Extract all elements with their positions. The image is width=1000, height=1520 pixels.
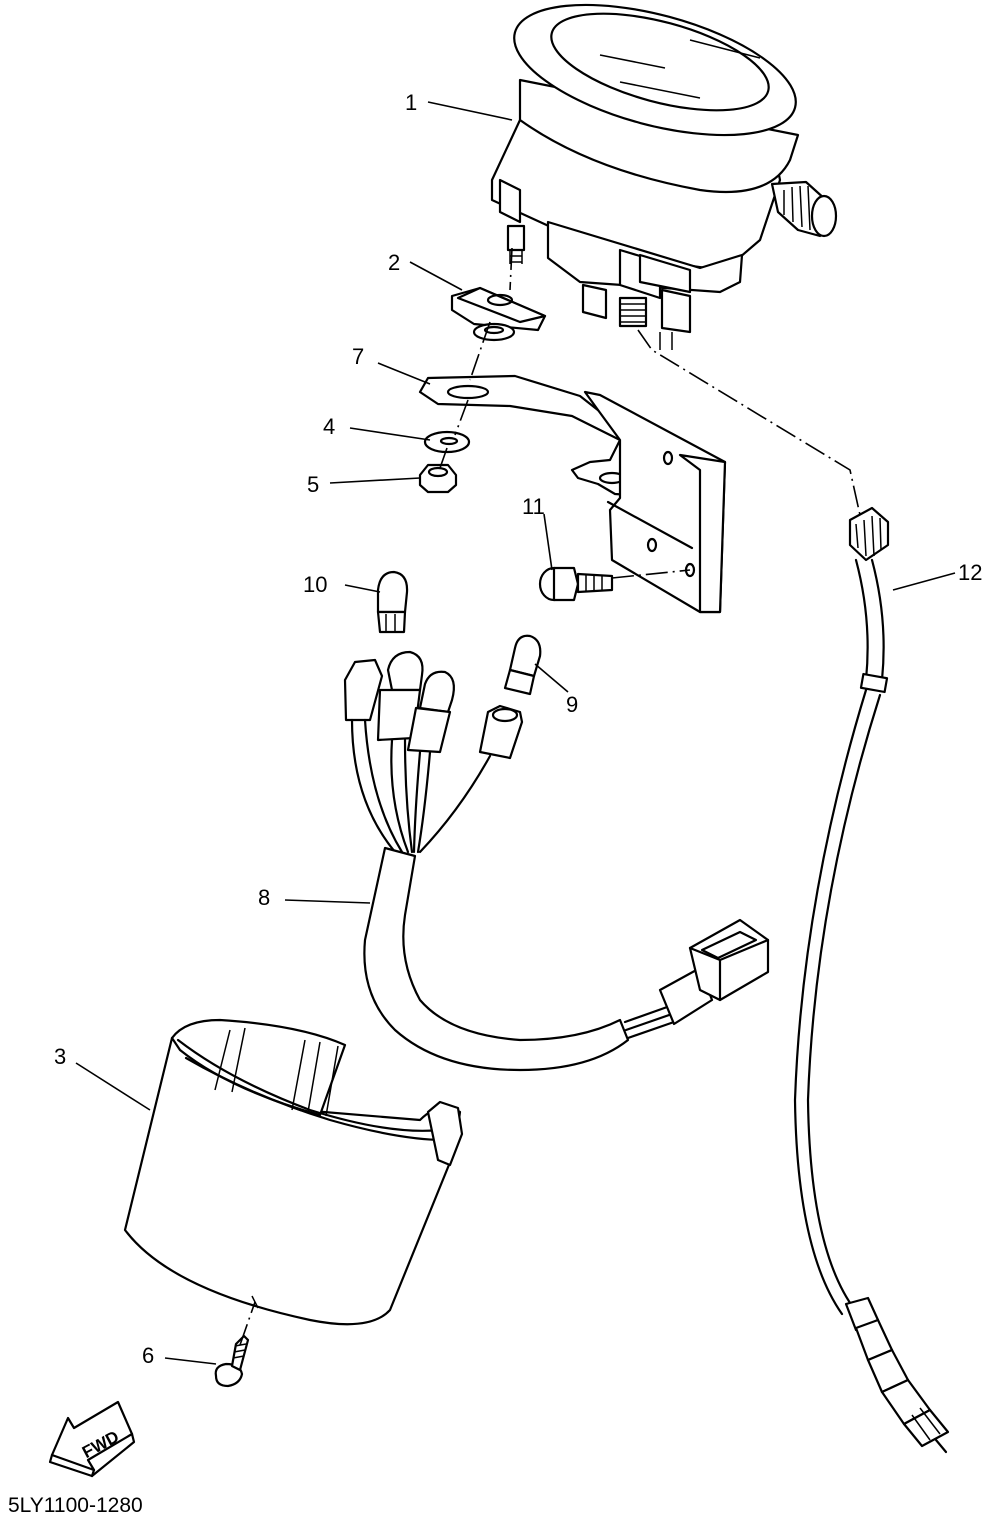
exploded-lines xyxy=(239,247,861,1346)
callout-10: 10 xyxy=(303,572,327,597)
cable-part-12[interactable] xyxy=(793,506,950,1454)
callout-12: 12 xyxy=(958,560,982,585)
damper-part-2[interactable] xyxy=(450,286,547,342)
washer-part-4[interactable] xyxy=(423,430,471,454)
callout-7: 7 xyxy=(352,344,364,369)
screw-part-11[interactable] xyxy=(538,566,614,602)
nut-part-5[interactable] xyxy=(418,463,458,494)
bulb-part-9[interactable] xyxy=(503,634,542,696)
callout-9: 9 xyxy=(566,692,578,717)
callout-8: 8 xyxy=(258,885,270,910)
bracket-part-7[interactable] xyxy=(418,374,727,614)
callout-5: 5 xyxy=(307,472,319,497)
bulb-part-10[interactable] xyxy=(376,570,409,634)
diagram-code: 5LY1100-1280 xyxy=(8,1494,143,1517)
callout-3: 3 xyxy=(54,1044,66,1069)
case-part-3[interactable] xyxy=(123,1018,464,1326)
screw-part-6[interactable] xyxy=(214,1334,250,1388)
fwd-arrow: FWD xyxy=(48,1400,136,1478)
callout-2: 2 xyxy=(388,250,400,275)
harness-part-8[interactable] xyxy=(343,650,770,1072)
callout-11: 11 xyxy=(522,494,545,519)
callout-6: 6 xyxy=(142,1343,154,1368)
callout-4: 4 xyxy=(323,414,335,439)
meter-assembly[interactable] xyxy=(490,0,838,350)
callout-1: 1 xyxy=(405,90,417,115)
leader-lines xyxy=(75,101,956,1365)
